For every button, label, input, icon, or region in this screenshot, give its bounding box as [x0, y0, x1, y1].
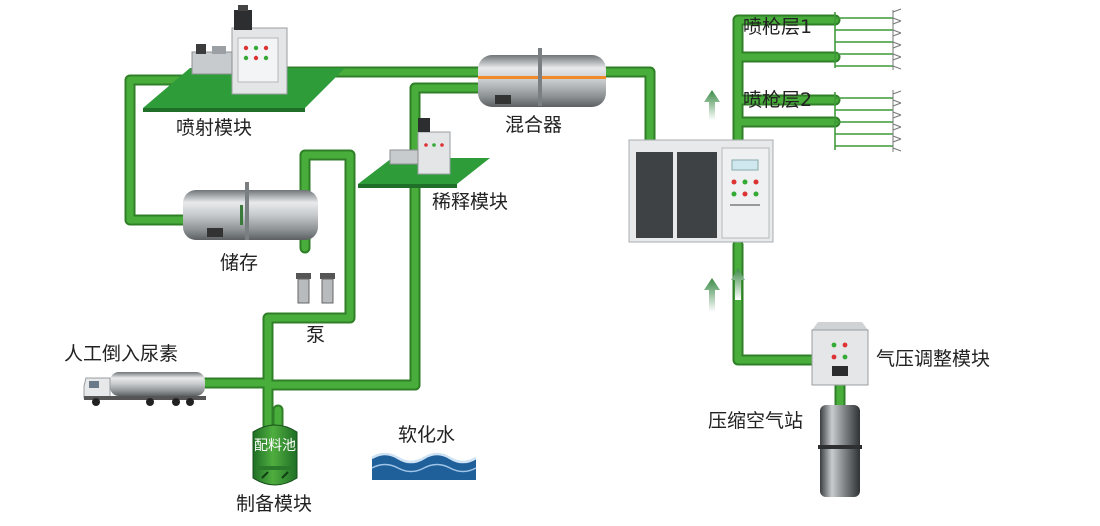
label-spray-module: 喷射模块 — [176, 117, 253, 139]
label-mixer: 混合器 — [505, 114, 563, 136]
label-pump: 泵 — [306, 324, 326, 346]
spray-layer-2-nozzles — [834, 90, 902, 152]
storage-tank — [183, 182, 318, 240]
mixer-tank — [478, 48, 606, 107]
label-manual-urea: 人工倒入尿素 — [64, 343, 179, 365]
label-prep-module: 制备模块 — [236, 493, 313, 515]
flow-arrow-up-upper — [704, 90, 720, 120]
spray-layer-1-nozzles — [834, 8, 902, 70]
label-pressure-module: 气压调整模块 — [876, 348, 991, 370]
mixing-tank — [252, 424, 298, 486]
flow-arrow-up-lower — [704, 278, 720, 312]
label-spray-layer-1: 喷枪层1 — [743, 16, 813, 38]
label-spray-layer-2: 喷枪层2 — [743, 89, 813, 111]
label-soft-water: 软化水 — [398, 424, 456, 446]
pipe-network — [124, 14, 846, 436]
pressure-module-box — [811, 322, 869, 386]
spray-module-equipment — [143, 5, 345, 112]
dilution-module-equipment — [358, 118, 490, 188]
label-dilution-module: 稀释模块 — [432, 191, 509, 213]
soft-water-icon — [371, 452, 477, 480]
label-storage: 储存 — [220, 252, 259, 274]
label-mixing-tank: 配料池 — [254, 438, 296, 454]
control-cabinet — [628, 139, 774, 243]
label-air-station: 压缩空气站 — [708, 410, 804, 432]
tanker-truck-icon — [83, 372, 206, 406]
flow-arrow-up-right — [731, 268, 745, 300]
pump-pair — [296, 273, 335, 304]
air-station-tank — [818, 405, 862, 497]
